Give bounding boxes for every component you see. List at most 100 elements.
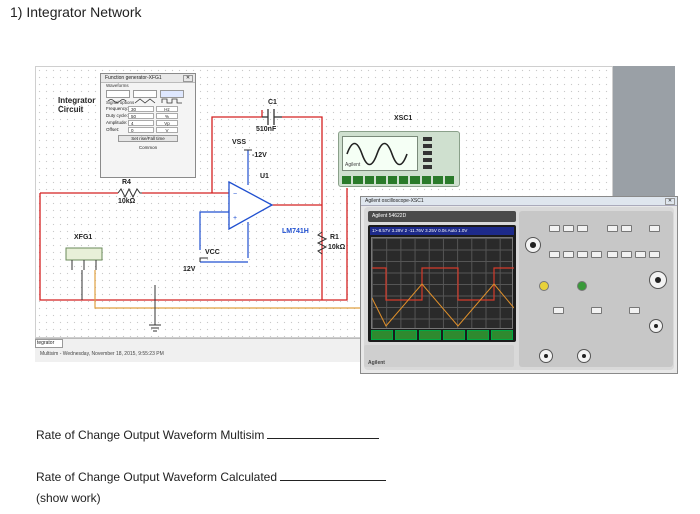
osc-softkeys <box>371 330 513 340</box>
triangle-wave-trace <box>371 283 515 327</box>
panel-button[interactable] <box>607 225 618 232</box>
xsc1-button <box>423 165 432 169</box>
osc-softkey[interactable] <box>371 330 393 340</box>
osc-softkey[interactable] <box>491 330 513 340</box>
panel-button[interactable] <box>591 307 602 314</box>
fg-title: Function generator-XFG1 <box>105 75 162 81</box>
panel-button[interactable] <box>635 251 646 258</box>
osc-title: Agilent oscilloscope-XSC1 <box>365 198 424 204</box>
red-wires <box>39 110 348 301</box>
xsc1-side-buttons <box>423 137 455 177</box>
position-knob[interactable] <box>649 319 663 333</box>
duty-cycle-unit-select[interactable]: % <box>156 112 178 119</box>
panel-button[interactable] <box>649 251 660 258</box>
c1-value: 510nF <box>256 126 277 133</box>
panel-button[interactable] <box>621 251 632 258</box>
square-wave-button[interactable] <box>160 90 184 104</box>
osc-softkey[interactable] <box>443 330 465 340</box>
question-1-answer-blank[interactable] <box>267 428 380 439</box>
fg-row-duty-cycle: Duty cycle: 50 % <box>101 112 195 119</box>
circuit-title-line2: Circuit <box>58 105 84 114</box>
xfg1-terminals <box>71 260 97 270</box>
panel-button[interactable] <box>563 225 574 232</box>
panel-button[interactable] <box>577 251 588 258</box>
fg-row-name: Duty cycle: <box>106 113 129 118</box>
set-rise-fall-button[interactable]: Set rise/Fall time <box>118 135 178 142</box>
sine-wave-button[interactable] <box>106 90 130 103</box>
panel-button[interactable] <box>553 307 564 314</box>
svg-text:+: + <box>233 215 237 222</box>
opamp-model-label: LM741H <box>282 228 309 235</box>
xsc1-terminal <box>433 176 443 184</box>
vcc-symbol <box>199 257 208 262</box>
r4-value: 10kΩ <box>118 198 136 205</box>
fg-row-offset: Offset: 0 V <box>101 126 195 133</box>
channel2-knob[interactable] <box>577 349 591 363</box>
osc-softkey[interactable] <box>419 330 441 340</box>
fg-common-label: Common <box>138 145 158 150</box>
panel-button[interactable] <box>621 225 632 232</box>
vcc-value: 12V <box>183 266 196 273</box>
channel1-button[interactable] <box>539 281 549 291</box>
panel-button[interactable] <box>563 251 574 258</box>
panel-button[interactable] <box>607 251 618 258</box>
circuit-title-line1: Integrator <box>58 96 96 105</box>
fg-signal-options-label: Signal options <box>106 100 135 105</box>
offset-unit-select[interactable]: V <box>156 126 178 133</box>
frequency-input[interactable]: 30 <box>128 105 154 112</box>
fg-row-frequency: Frequency: 30 Hz <box>101 105 195 112</box>
close-icon[interactable]: ✕ <box>665 198 675 205</box>
osc-control-panel <box>519 211 673 367</box>
panel-button[interactable] <box>549 225 560 232</box>
osc-softkey[interactable] <box>467 330 489 340</box>
osc-bottom-panel <box>364 345 514 367</box>
channel1-knob[interactable] <box>539 349 553 363</box>
resistor-r1 <box>316 231 328 255</box>
fg-waveform-buttons <box>101 88 195 104</box>
frequency-unit-select[interactable]: Hz <box>156 105 178 112</box>
question-2: Rate of Change Output Waveform Calculate… <box>36 470 387 484</box>
question-2-answer-blank[interactable] <box>280 470 387 481</box>
xsc1-button <box>423 137 432 141</box>
offset-input[interactable]: 0 <box>128 126 154 133</box>
osc-title-bar[interactable]: Agilent oscilloscope-XSC1 ✕ <box>361 197 677 206</box>
channel2-button[interactable] <box>577 281 587 291</box>
xsc1-button <box>423 158 432 162</box>
close-icon[interactable]: ✕ <box>183 75 193 82</box>
panel-button[interactable] <box>649 225 660 232</box>
question-2-text: Rate of Change Output Waveform Calculate… <box>36 470 278 484</box>
triangle-wave-icon <box>134 98 156 104</box>
fg-row-amplitude: Amplitude: 4 Vp <box>101 119 195 126</box>
horizontal-knob[interactable] <box>525 237 541 253</box>
panel-button[interactable] <box>629 307 640 314</box>
xfg1-symbol <box>65 247 103 261</box>
osc-softkey[interactable] <box>395 330 417 340</box>
panel-button[interactable] <box>577 225 588 232</box>
fg-title-bar[interactable]: Function generator-XFG1 ✕ <box>101 74 195 83</box>
amplitude-input[interactable]: 4 <box>128 119 154 126</box>
r4-label: R4 <box>122 179 131 186</box>
square-wave-icon <box>161 98 182 104</box>
duty-cycle-input[interactable]: 50 <box>128 112 154 119</box>
xsc1-terminal <box>342 176 352 184</box>
trigger-level-knob[interactable] <box>649 271 667 289</box>
vss-value: -12V <box>252 152 267 159</box>
r1-value: 10kΩ <box>328 244 346 251</box>
fg-waveforms-label: Waveforms <box>106 83 129 88</box>
capacitor-c1 <box>262 109 282 125</box>
xsc1-terminal <box>399 176 409 184</box>
tab-integrator[interactable]: tegrator <box>35 339 63 348</box>
xsc1-brand: Agilent <box>345 162 361 168</box>
vcc-label: VCC <box>205 249 220 256</box>
c1-label: C1 <box>268 99 277 106</box>
fg-row-name: Amplitude: <box>106 120 128 125</box>
xsc1-terminal <box>376 176 386 184</box>
sine-wave-icon <box>107 99 127 103</box>
xfg1-label: XFG1 <box>74 234 93 241</box>
panel-button[interactable] <box>591 251 602 258</box>
triangle-wave-button[interactable] <box>133 90 157 104</box>
amplitude-unit-select[interactable]: Vp <box>156 119 178 126</box>
function-generator-window[interactable]: Function generator-XFG1 ✕ Waveforms Sign… <box>100 73 196 178</box>
panel-button[interactable] <box>549 251 560 258</box>
osc-traces <box>371 267 515 327</box>
